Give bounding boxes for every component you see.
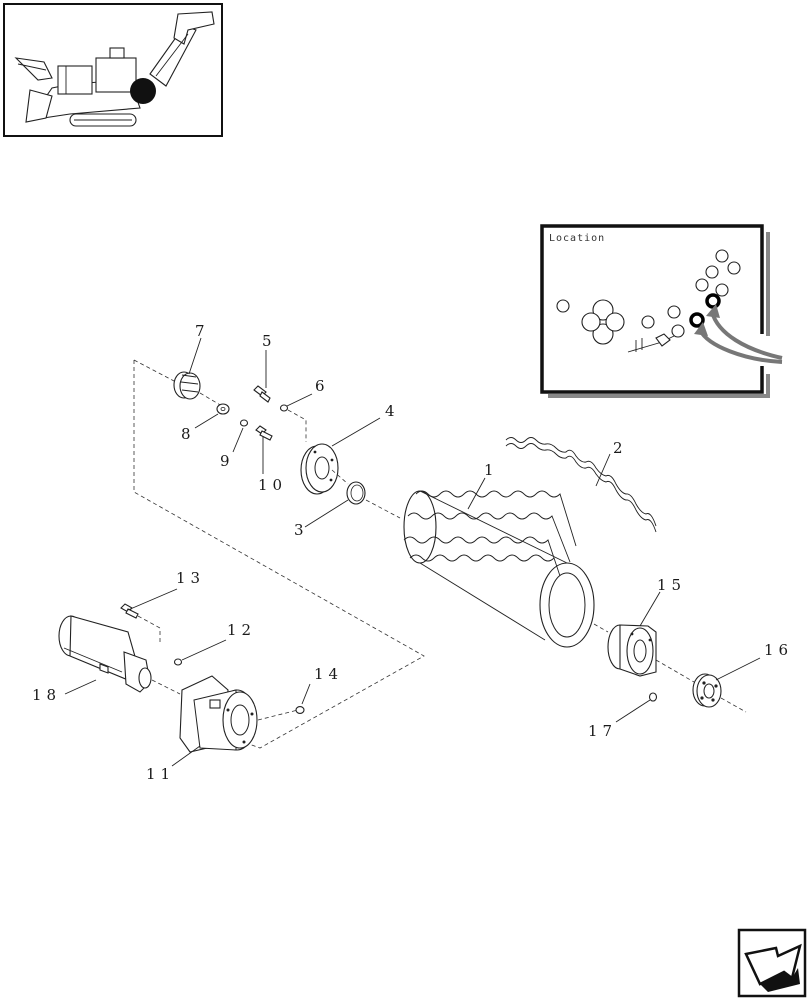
callout-2: 2 [613,439,628,457]
callout-10: 10 [258,476,287,494]
callout-12: 12 [227,621,256,639]
part-11-adapter-housing [179,675,258,753]
callout-17: 17 [588,722,617,740]
callout-8: 8 [181,425,196,443]
machine-thumbnail [3,3,223,137]
part-5-bolt [253,385,271,403]
leader-lines [64,337,761,767]
callout-1: 1 [484,461,499,479]
location-label: Location [549,233,605,244]
callout-labels: 7 5 6 4 8 9 10 3 1 2 13 12 14 18 11 15 1… [32,322,793,783]
part-9-nut [239,419,249,427]
callout-9: 9 [220,452,235,470]
part-4-flange [300,443,339,495]
part-15-bearing-housing [607,624,657,677]
callout-13: 13 [176,569,205,587]
callout-6: 6 [315,377,330,395]
next-page-arrow-icon[interactable] [737,928,807,998]
callout-4: 4 [385,402,400,420]
callout-7: 7 [195,322,210,340]
part-18-hydraulic-motor [58,615,152,693]
callout-15: 15 [657,576,686,594]
part-12-nut [173,658,183,666]
part-13-bolt [120,603,139,619]
part-17-grease-fitting [648,692,658,702]
callout-18: 18 [32,686,61,704]
callout-11: 11 [146,765,175,783]
part-7-pulley [173,371,201,400]
callout-5: 5 [262,332,277,350]
callout-16: 16 [764,641,793,659]
callout-14: 14 [314,665,343,683]
callout-3: 3 [294,521,309,539]
part-14-nut [295,706,305,714]
part-2-wave-strip [505,437,657,527]
part-6-nut [279,404,289,412]
sugarcane-harvester-icon [14,11,215,127]
part-1-roller-cage [403,490,595,648]
part-16-bearing [692,673,722,708]
part-10-bolt [255,425,273,441]
location-inset: Location [540,224,783,398]
assembly-outline [133,360,425,749]
